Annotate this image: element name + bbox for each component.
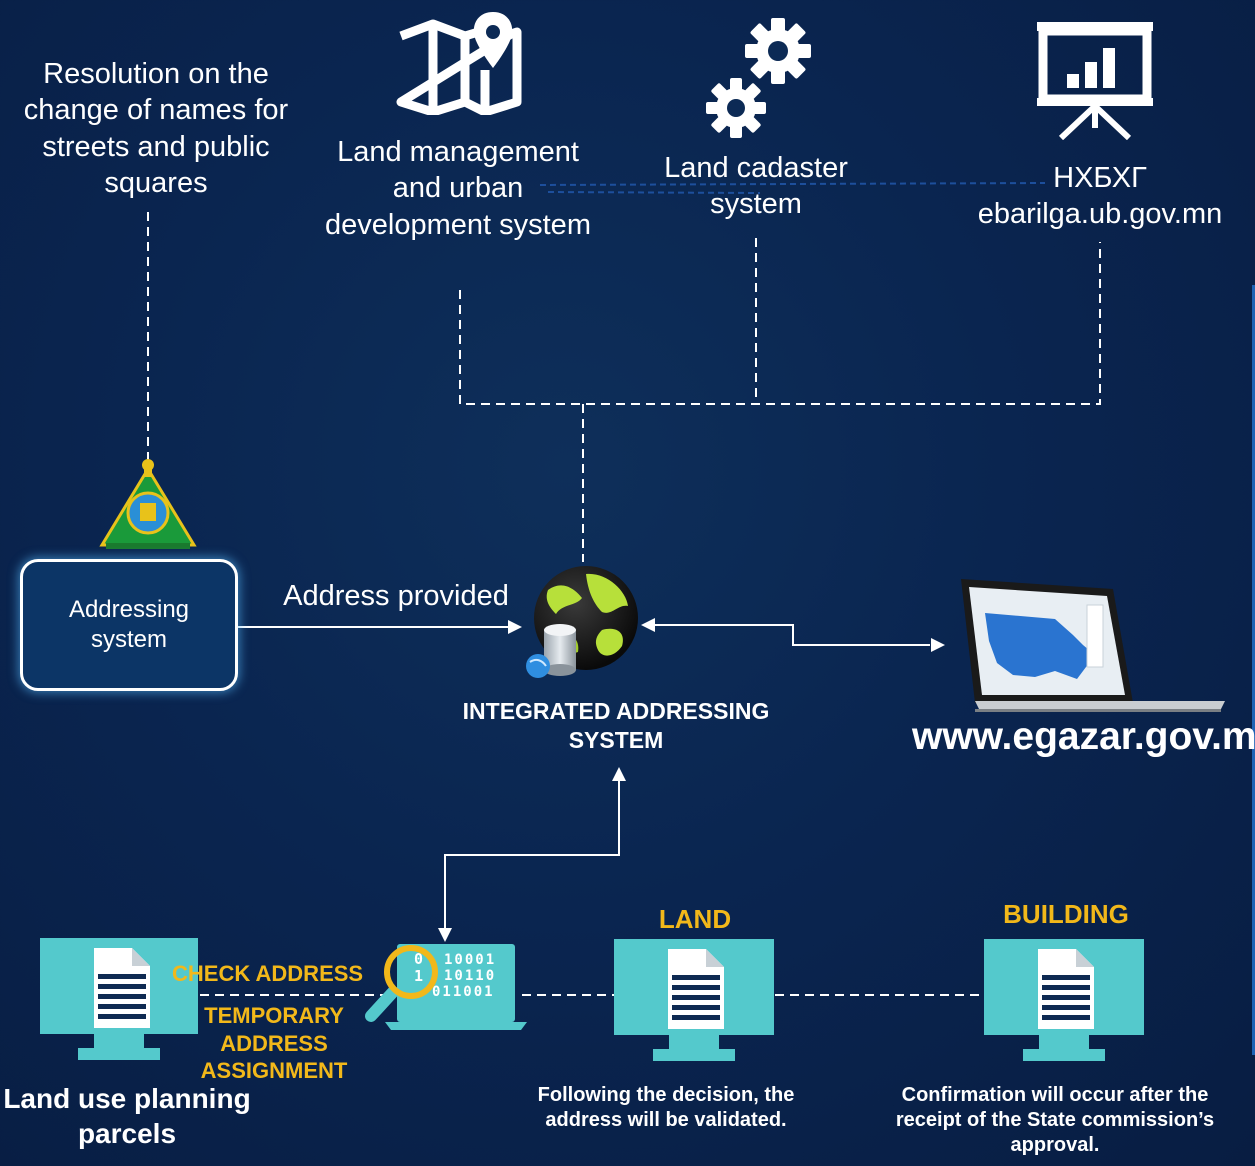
binary-bits: 0 1	[414, 951, 426, 985]
emblem-icon	[99, 459, 197, 549]
gears-icon	[706, 18, 811, 138]
temporary-address-label: TEMPORARY ADDRESS ASSIGNMENT	[200, 1003, 348, 1083]
addressing-system-label: Addressing system	[68, 596, 190, 653]
presentation-chart-icon	[1037, 22, 1153, 140]
land-cadaster-label: Land cadaster system	[664, 152, 848, 221]
binary-bit-1: 1	[414, 967, 424, 985]
nhbhg-title: НХБХГ	[1053, 162, 1147, 194]
land-monitor-icon	[614, 939, 774, 1061]
sources-bus-connector	[459, 242, 1101, 405]
building-note: Confirmation will occur after the receip…	[895, 1084, 1215, 1156]
building-heading: BUILDING	[1003, 899, 1129, 929]
resolution-label: Resolution on the change of names for st…	[23, 58, 289, 199]
land-use-label: Land use planning parcels	[3, 1083, 251, 1149]
land-heading: LAND	[658, 904, 732, 934]
land-use-monitor-icon	[40, 938, 198, 1060]
cross-link-connector	[539, 182, 1046, 186]
website-label[interactable]: www.egazar.gov.mn	[912, 715, 1255, 758]
binary-line-3: 011001	[432, 984, 495, 1000]
check-to-center-arrow	[444, 780, 620, 928]
magnifier-binary-icon	[365, 944, 527, 1030]
binary-text: 10001 10110 011001	[432, 952, 496, 1000]
nhbhg-url: ebarilga.ub.gov.mn	[977, 198, 1223, 230]
binary-line-1: 10001	[444, 952, 497, 968]
laptop-map-icon	[961, 579, 1225, 712]
check-address-label: CHECK ADDRESS	[172, 961, 364, 986]
addressing-system-box: Addressing system	[20, 559, 238, 691]
right-edge-bar	[1252, 285, 1255, 1055]
address-provided-label: Address provided	[283, 580, 509, 612]
binary-bit-0: 0	[414, 950, 424, 968]
binary-line-2: 10110	[444, 968, 497, 984]
globe-database-icon	[526, 566, 638, 678]
map-pin-icon	[396, 12, 522, 115]
land-note: Following the decision, the address will…	[537, 1084, 795, 1131]
center-to-web-arrow	[655, 624, 930, 646]
land-management-label: Land management and urban development sy…	[325, 136, 591, 241]
integrated-addressing-label: INTEGRATED ADDRESSING SYSTEM	[462, 698, 770, 753]
building-monitor-icon	[984, 939, 1144, 1061]
